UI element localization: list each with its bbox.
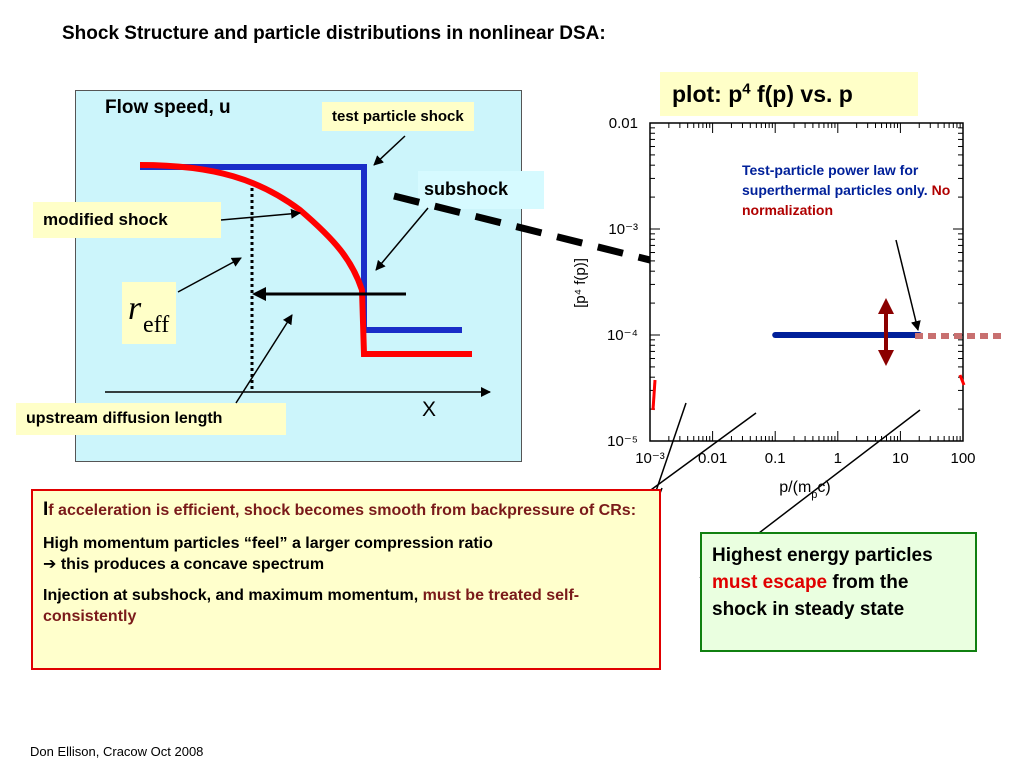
accel-line-3a: Injection at subshock, and maximum momen… xyxy=(43,587,423,604)
plot-xlabel-main: p/(m xyxy=(779,479,811,496)
accel-line-3b: must be treated self-consistently xyxy=(43,587,580,625)
x-tick-label: 10 xyxy=(892,450,909,467)
x-tick-label: 0.1 xyxy=(765,450,786,467)
plot-tick-labels: 10⁻³ 0.01 0.1 1 10 100 0.01 10⁻³ 10⁻⁴ 10⁻⁵ xyxy=(607,115,976,467)
tp-text-red: No normalization xyxy=(742,182,951,218)
x-tick-label: 10⁻³ xyxy=(635,450,665,467)
reff-subscript: eff xyxy=(143,312,170,338)
accel-line-3: Injection at subshock, and maximum momen… xyxy=(43,585,649,627)
diffusion-arrowhead xyxy=(252,287,266,301)
y-tick-label: 10⁻³ xyxy=(608,221,638,238)
flow-panel xyxy=(75,90,522,462)
x-tick-label: 0.01 xyxy=(698,450,727,467)
normalization-arrow-down xyxy=(878,350,894,366)
subshock-pointer xyxy=(375,207,429,271)
caption-post: f(p) vs. p xyxy=(750,81,853,107)
upstream-diffusion-length-label: upstream diffusion length xyxy=(16,403,286,435)
reff-symbol: r xyxy=(128,290,142,327)
plot-xlabel: p/(mpc) xyxy=(779,479,830,501)
plot-xlabel-end: c) xyxy=(817,479,830,496)
modified-pointer xyxy=(220,208,301,221)
plot-ylabel: [p⁴ f(p)] xyxy=(572,258,589,308)
accel-line-2: High momentum particles “feel” a larger … xyxy=(43,533,649,575)
normalization-arrow-up xyxy=(878,298,894,314)
accel-line-1-initial: I xyxy=(43,499,49,520)
red-mark-right xyxy=(958,374,966,386)
accel-line-2a: High momentum particles “feel” a larger … xyxy=(43,535,493,552)
modified-shock-label: modified shock xyxy=(33,202,221,238)
x-tick-label: 1 xyxy=(834,450,842,467)
tp-text-main: Test-particle power law for superthermal… xyxy=(742,162,928,198)
udl-pointer xyxy=(235,314,293,404)
highest-post: from the shock in steady state xyxy=(712,572,909,620)
accel-line-1: If acceleration is efficient, shock beco… xyxy=(43,499,649,521)
subshock-label: subshock xyxy=(418,171,544,209)
flow-speed-title: Flow speed, u xyxy=(105,97,231,118)
slide-title: Shock Structure and particle distributio… xyxy=(62,23,606,44)
test-particle-shock-curve xyxy=(140,164,462,333)
acceleration-box: If acceleration is efficient, shock beco… xyxy=(31,489,661,670)
test-particle-annotation: Test-particle power law for superthermal… xyxy=(742,160,972,220)
tps-pointer xyxy=(373,135,406,166)
accel-line-2b: ➔ this produces a concave spectrum xyxy=(43,556,325,573)
y-tick-label: 10⁻⁵ xyxy=(607,433,638,450)
red-mark-left xyxy=(651,379,657,411)
reff-pointer xyxy=(177,257,242,293)
highest-pre: Highest energy particles xyxy=(712,545,933,566)
plot-frame xyxy=(649,122,964,442)
tp-text-pointer xyxy=(895,239,921,331)
x-tick-label: 100 xyxy=(950,450,975,467)
plot-xlabel-sub: p xyxy=(811,489,817,501)
y-tick-label: 10⁻⁴ xyxy=(607,327,638,344)
accel-line-1-text: f acceleration is efficient, shock becom… xyxy=(48,502,637,519)
modified-shock-curve xyxy=(139,162,472,357)
spectrum-plot: 10⁻³ 0.01 0.1 1 10 100 0.01 10⁻³ 10⁻⁴ 10⁻⁵ [p⁴ f(… xyxy=(572,115,1004,501)
plot-caption: plot: p4 f(p) vs. p xyxy=(660,72,918,116)
plot-ticks xyxy=(649,123,963,442)
footer-credit: Don Ellison, Cracow Oct 2008 xyxy=(30,744,204,759)
caption-sup: 4 xyxy=(742,80,751,98)
x-axis-label: X xyxy=(422,398,437,421)
test-particle-shock-label: test particle shock xyxy=(322,102,474,131)
highest-energy-box: Highest energy particles must escape fro… xyxy=(700,532,977,652)
caption-pre: plot: p xyxy=(672,81,743,107)
highest-red: must escape xyxy=(712,572,828,593)
reff-box xyxy=(122,282,176,344)
y-tick-label: 0.01 xyxy=(609,115,638,132)
